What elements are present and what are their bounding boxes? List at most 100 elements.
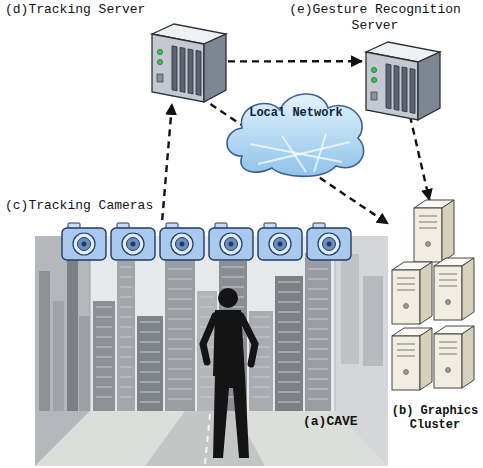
building-windows: [140, 332, 160, 333]
camera-lens: [229, 242, 234, 247]
component-label: (e)Gesture Recognition Server: [280, 2, 470, 33]
drive-slot: [397, 344, 415, 345]
drive-slot: [439, 348, 457, 349]
city-building: [363, 276, 383, 366]
building-windows: [96, 317, 112, 318]
building-windows: [308, 339, 328, 340]
illustration: [60, 220, 352, 262]
building-windows: [278, 342, 300, 343]
building-windows: [200, 307, 214, 308]
component-label: (c)Tracking Cameras: [5, 198, 180, 214]
building-windows: [168, 289, 192, 290]
tracking-camera: [258, 223, 302, 260]
building-windows: [140, 402, 160, 403]
building-windows: [200, 367, 214, 368]
building-windows: [168, 349, 192, 350]
illustration: [35, 236, 388, 466]
city-building: [275, 276, 303, 411]
computer-tower: [392, 328, 432, 390]
tracking-camera: [209, 223, 253, 260]
drive-bay: [402, 67, 407, 112]
camera-lens: [171, 233, 193, 255]
tower-side: [462, 258, 474, 320]
person-head: [218, 288, 238, 308]
building-windows: [168, 379, 192, 380]
building-windows: [168, 359, 192, 360]
building-windows: [120, 347, 132, 348]
camera-lens: [122, 233, 144, 255]
road-marking: [205, 414, 210, 464]
dashed-connector: [162, 104, 172, 220]
floor-screen: [35, 411, 388, 466]
component-server: (d)Tracking Server: [148, 22, 228, 104]
building-windows: [308, 349, 328, 350]
building-windows: [222, 287, 244, 288]
component-label: (b) Graphics Cluster: [390, 404, 480, 433]
drive-bay: [188, 49, 193, 94]
server-side: [418, 52, 440, 120]
building-windows: [252, 387, 270, 388]
building-windows: [120, 377, 132, 378]
computer-tower: [392, 262, 432, 324]
building-windows: [140, 342, 160, 343]
building-windows: [168, 249, 192, 250]
camera-body: [209, 228, 253, 260]
camera-lens: [225, 238, 238, 251]
dashed-connector: [410, 116, 429, 200]
drive-slot: [439, 342, 457, 343]
component-cloud: Local Network: [222, 86, 370, 178]
drive-bay: [172, 46, 177, 91]
power-button: [157, 74, 163, 82]
building-windows: [120, 387, 132, 388]
building-windows: [222, 277, 244, 278]
building-windows: [168, 309, 192, 310]
building-windows: [252, 327, 270, 328]
building-windows: [252, 317, 270, 318]
building-windows: [308, 389, 328, 390]
status-light: [371, 67, 376, 72]
building-windows: [96, 347, 112, 348]
building-windows: [96, 327, 112, 328]
building-windows: [222, 267, 244, 268]
component-cave: (a)CAVE: [35, 236, 388, 466]
illustration: [388, 200, 480, 398]
power-button: [446, 368, 451, 373]
building-windows: [200, 377, 214, 378]
tower-front: [434, 266, 462, 320]
building-windows: [168, 389, 192, 390]
power-button: [446, 300, 451, 305]
city-building: [341, 254, 359, 364]
camera-lens: [78, 238, 91, 251]
building-windows: [278, 402, 300, 403]
building-windows: [140, 362, 160, 363]
component-label: (d)Tracking Server: [5, 2, 167, 18]
building-windows: [96, 397, 112, 398]
illustration: [362, 40, 442, 116]
tracking-camera: [62, 223, 106, 260]
building-windows: [168, 279, 192, 280]
city-building: [165, 243, 195, 411]
tracking-camera: [111, 223, 155, 260]
building-windows: [140, 372, 160, 373]
drive-slot: [397, 290, 415, 291]
building-windows: [278, 362, 300, 363]
building-windows: [120, 267, 132, 268]
building-windows: [120, 287, 132, 288]
camera-lens: [323, 238, 336, 251]
drive-slot: [419, 222, 437, 223]
building-windows: [96, 307, 112, 308]
computer-tower: [434, 258, 474, 320]
building-windows: [120, 357, 132, 358]
building-windows: [278, 322, 300, 323]
drive-slot: [439, 274, 457, 275]
drive-slot: [397, 350, 415, 351]
building-windows: [308, 379, 328, 380]
person-arm: [241, 316, 255, 364]
server-side: [204, 34, 226, 102]
building-windows: [278, 282, 300, 283]
camera-lens: [82, 242, 87, 247]
power-button: [404, 304, 409, 309]
screen-seam: [90, 236, 91, 411]
building-windows: [120, 327, 132, 328]
